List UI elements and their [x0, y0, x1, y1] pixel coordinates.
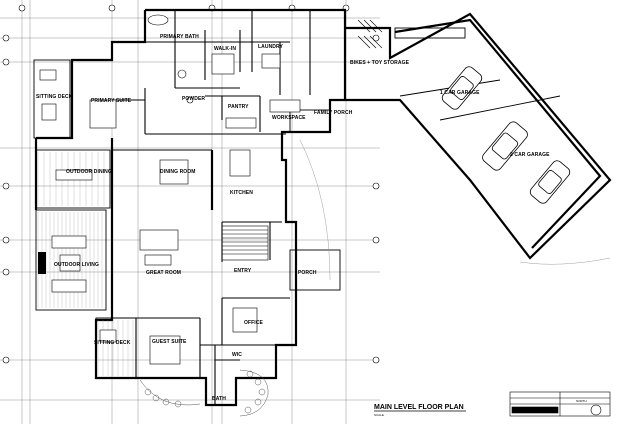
driveway-lines: [299, 139, 611, 281]
room-label-office: OFFICE: [244, 320, 263, 326]
room-label-bath: BATH: [212, 396, 226, 402]
room-label-bikes-toy-storage: BIKES + TOY STORAGE: [350, 60, 410, 66]
room-label-pantry: PANTRY: [228, 104, 249, 110]
bike-racks: [357, 19, 383, 49]
room-label-one-car-garage: 1 CAR GARAGE: [440, 90, 480, 96]
room-label-porch: PORCH: [298, 270, 317, 276]
furniture: [89, 14, 301, 365]
outdoor-furniture: [39, 69, 117, 343]
stair: [221, 225, 269, 261]
room-label-primary-bath: PRIMARY BATH: [160, 34, 199, 40]
room-label-powder: POWDER: [182, 96, 205, 102]
scale-label: SCALE: [374, 413, 384, 417]
north-label: NORTH: [576, 399, 587, 403]
room-label-sitting-deck-top: SITTING DECK: [36, 94, 73, 100]
cars: [441, 66, 571, 204]
room-label-outdoor-living: OUTDOOR LIVING: [54, 262, 99, 268]
room-label-guest-suite: GUEST SUITE: [152, 339, 187, 345]
title-block: [374, 391, 611, 417]
garage-wing: [345, 12, 612, 260]
fireplace: [38, 252, 46, 274]
room-label-dining-room: DINING ROOM: [160, 169, 196, 175]
room-label-outdoor-dining: OUTDOOR DINING: [66, 169, 112, 175]
room-label-entry: ENTRY: [234, 268, 252, 274]
room-label-great-room: GREAT ROOM: [146, 270, 181, 276]
room-label-family-porch: FAMILY PORCH: [314, 110, 353, 116]
room-label-primary-suite: PRIMARY SUITE: [91, 98, 132, 104]
interior-walls: [112, 10, 311, 405]
room-label-sitting-deck-bottom: SITTING DECK: [94, 340, 131, 346]
room-label-workspace: WORKSPACE: [272, 115, 306, 121]
room-label-wic: WIC: [232, 352, 242, 358]
drawing-title: MAIN LEVEL FLOOR PLAN: [374, 404, 464, 411]
room-label-walk-in: WALK-IN: [214, 46, 236, 52]
room-label-two-car-garage: 2 CAR GARAGE: [510, 152, 550, 158]
outdoor-areas: [33, 59, 341, 379]
room-label-laundry: LAUNDRY: [258, 44, 284, 50]
landscape-stones: [139, 369, 269, 417]
room-label-kitchen: KITCHEN: [230, 190, 253, 196]
